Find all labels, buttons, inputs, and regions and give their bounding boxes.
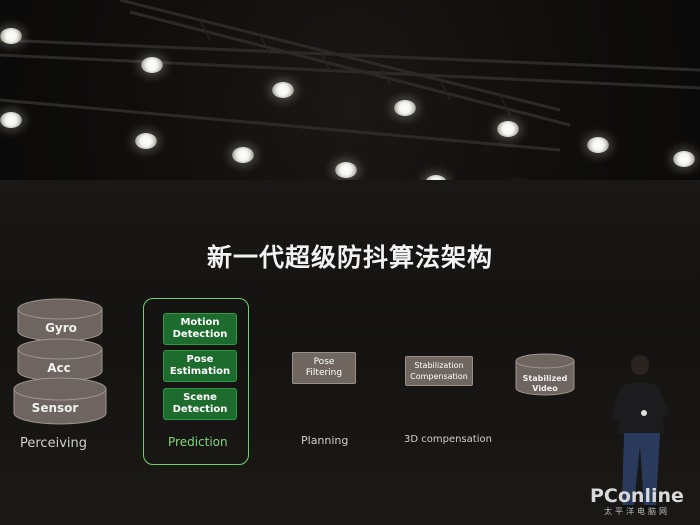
prediction-label: Prediction <box>168 435 228 449</box>
ceiling-truss <box>0 0 700 152</box>
watermark-subtitle: 太平洋电脑网 <box>604 507 670 516</box>
stage-light <box>232 147 254 163</box>
compensation-label: 3D compensation <box>404 434 492 445</box>
speaker-person <box>612 355 670 511</box>
stage-light <box>587 137 609 153</box>
stage-light <box>135 133 157 149</box>
stage-light <box>0 112 22 128</box>
stage-light <box>272 82 294 98</box>
cylinder-stack <box>13 298 107 425</box>
stage-light <box>673 151 695 167</box>
planning-label: Planning <box>301 434 349 447</box>
stage-light <box>141 57 163 73</box>
stage-light <box>394 100 416 116</box>
slide-title: 新一代超级防抖算法架构 <box>206 243 493 272</box>
perceiving-label: Perceiving <box>20 436 87 451</box>
perceiving-item-sensor: Sensor <box>31 401 79 415</box>
output-cylinder <box>515 353 575 396</box>
watermark-logo: PConline <box>590 485 684 507</box>
stage-light <box>335 162 357 178</box>
prediction-group <box>143 298 249 465</box>
perceiving-item-gyro: Gyro <box>45 321 77 335</box>
stage-light <box>497 121 519 137</box>
stage-light <box>0 28 22 44</box>
perceiving-item-acc: Acc <box>47 361 71 375</box>
